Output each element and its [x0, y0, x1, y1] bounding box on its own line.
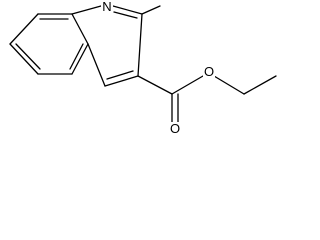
bond-ch2-ch3 — [243, 75, 277, 95]
bond-ether-o-ch2 — [213, 75, 245, 95]
bond-c7-c6-inner — [15, 43, 41, 70]
bond-c8a-n1 — [71, 5, 102, 15]
bond-c4a-c8a — [71, 13, 89, 45]
bond-c7-c6 — [9, 43, 39, 75]
nitrogen-atom-label: N — [102, 0, 111, 14]
bond-c3-c4-inner — [106, 70, 134, 80]
bond-c2-methyl — [141, 5, 161, 15]
carbonyl-oxygen-atom-label: O — [170, 121, 180, 136]
chemical-structure-diagram: N O O — [9, 0, 277, 136]
carbonyl-o-label-bg — [169, 122, 181, 136]
bond-c4-c4a — [87, 43, 106, 87]
bond-carbonyl-carbon-ether-o — [171, 75, 204, 95]
bond-c3-carbonyl-carbon — [137, 75, 173, 95]
bond-n1-c2 — [112, 5, 143, 15]
pyridine-ring — [71, 5, 143, 87]
atom-labels: N O O — [101, 0, 215, 136]
bond-c8-c7 — [9, 13, 39, 45]
bond-c2-c3 — [137, 13, 143, 77]
ether-oxygen-atom-label: O — [204, 64, 214, 79]
bond-n1-c2-inner — [113, 11, 138, 19]
bond-c5-c4a — [71, 43, 89, 75]
n1-label-bg — [101, 0, 113, 12]
bond-c4a-c5-inner — [69, 43, 84, 70]
ether-o-label-bg — [203, 65, 215, 79]
substituents — [137, 5, 277, 125]
benzene-ring — [9, 13, 89, 75]
bond-c3-c4 — [104, 75, 139, 87]
